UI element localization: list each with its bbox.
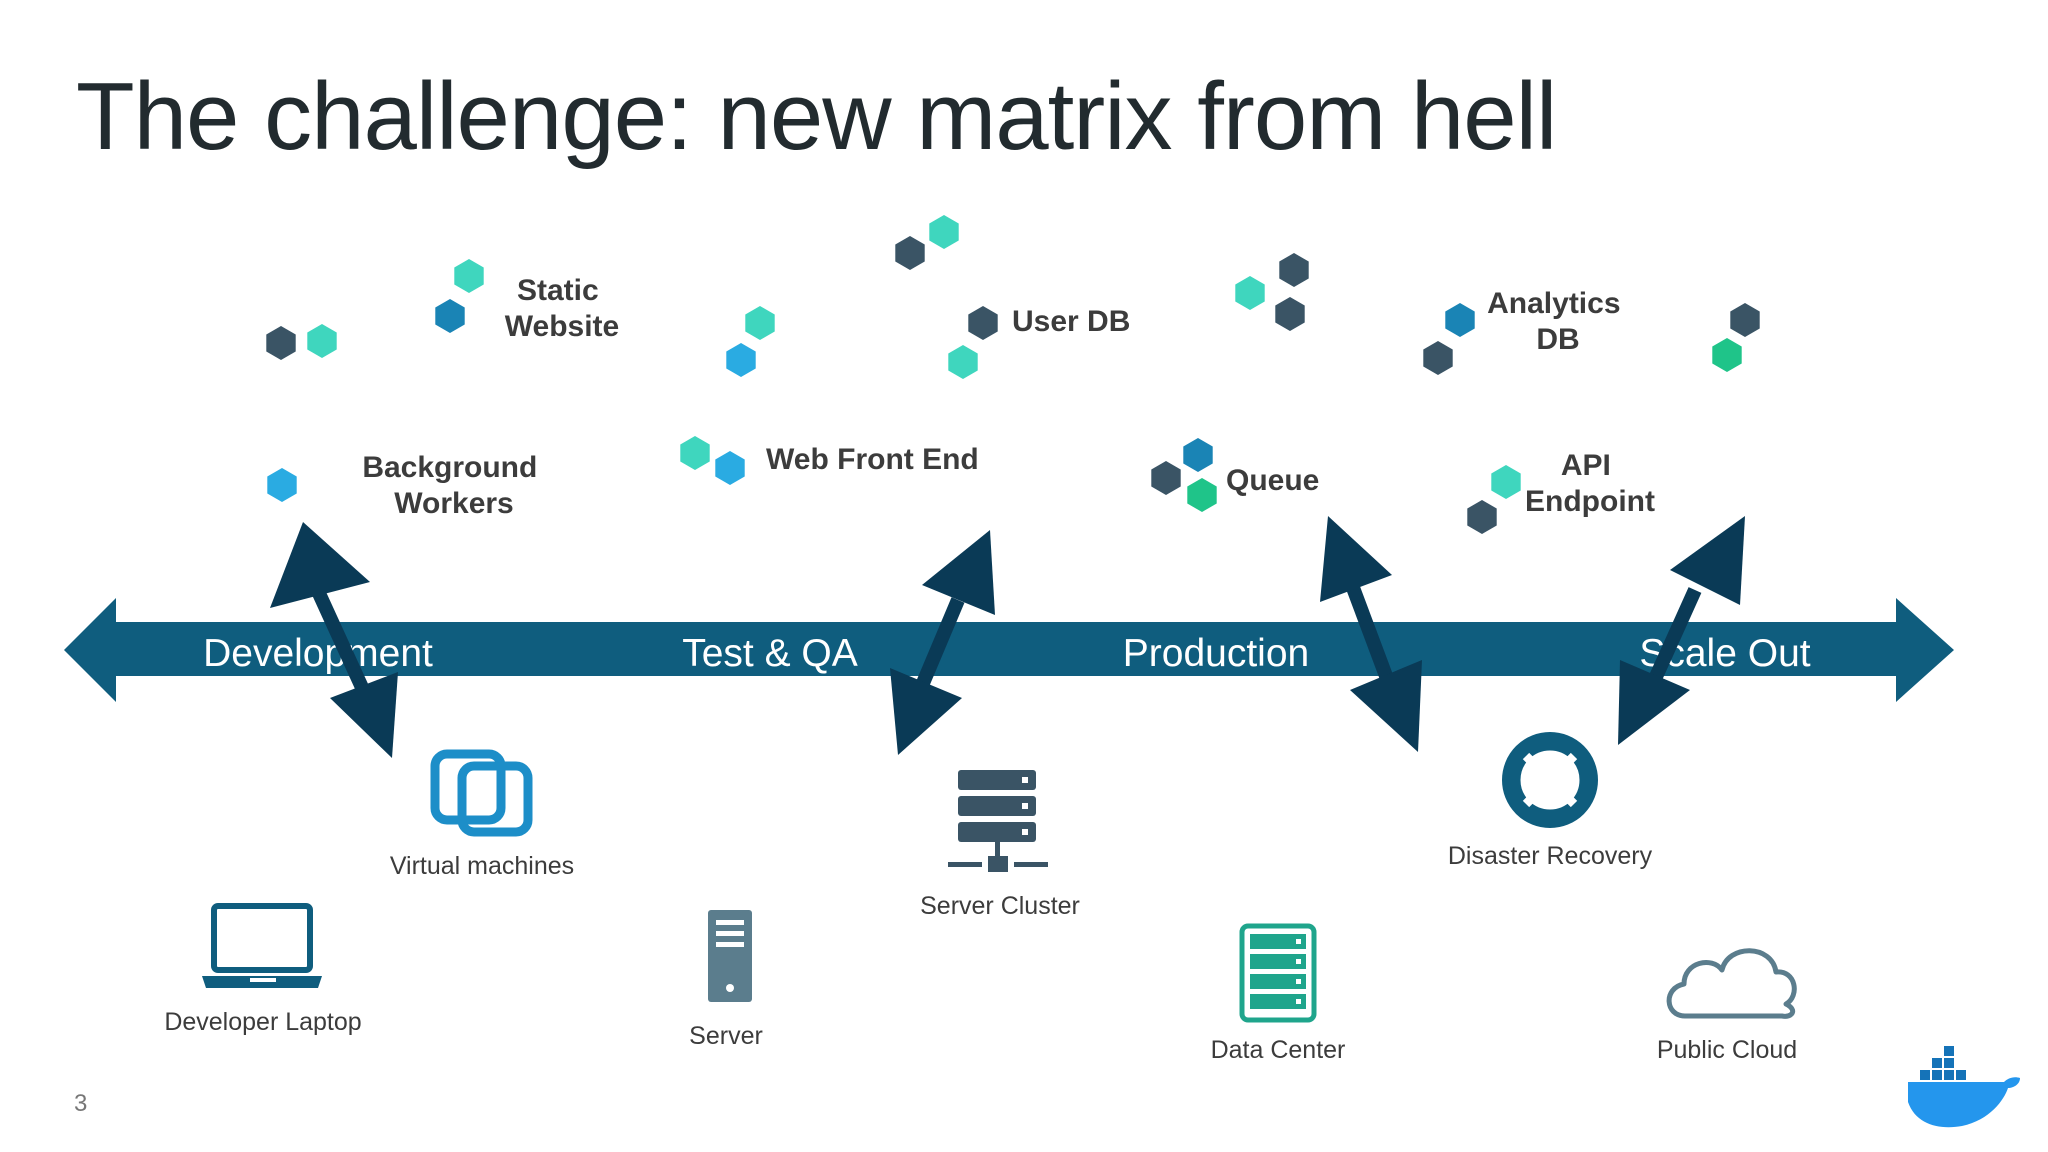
- cloud-icon: [1666, 948, 1797, 1019]
- infra-label-server: Server: [689, 1022, 763, 1050]
- laptop-icon: [202, 903, 322, 988]
- server-icon: [708, 910, 752, 1002]
- app-labels: Static Website User DB Analytics DB Back…: [362, 274, 1655, 520]
- slide-title: The challenge: new matrix from hell: [76, 63, 1557, 170]
- hexagon-icon: [1187, 478, 1217, 512]
- hexagon-icon: [267, 468, 297, 502]
- diagonal-arrows: [270, 516, 1745, 758]
- hexagon-icon: [1730, 303, 1760, 337]
- infrastructure-icons: [202, 732, 1797, 1023]
- hexagon-icon: [1445, 303, 1475, 337]
- hexagon-icon: [715, 451, 745, 485]
- app-label-api-endpoint: API Endpoint: [1525, 449, 1655, 518]
- hexagon-icon: [680, 436, 710, 470]
- hexagon-icon: [745, 306, 775, 340]
- hexagon-icon: [266, 326, 296, 360]
- infrastructure-labels: Virtual machines Server Cluster Disaster…: [164, 842, 1797, 1064]
- lifebuoy-icon: [1502, 732, 1598, 828]
- hexagon-icon: [307, 324, 337, 358]
- hexagon-icon: [929, 215, 959, 249]
- hexagon-icon: [1423, 341, 1453, 375]
- hexagon-icon: [948, 345, 978, 379]
- stage-production: Production: [1123, 632, 1309, 675]
- stage-development: Development: [203, 632, 433, 675]
- app-label-static-website: Static Website: [505, 274, 619, 343]
- server-cluster-icon: [948, 770, 1048, 872]
- app-hex-clusters: [266, 215, 1760, 534]
- hexagon-icon: [1712, 338, 1742, 372]
- hexagon-icon: [1183, 438, 1213, 472]
- hexagon-icon: [1235, 276, 1265, 310]
- stage-test-qa: Test & QA: [682, 632, 858, 675]
- hexagon-icon: [895, 236, 925, 270]
- arrow-production: [1320, 516, 1422, 752]
- infra-label-server-cluster: Server Cluster: [920, 892, 1080, 920]
- app-label-queue: Queue: [1226, 464, 1319, 497]
- hexagon-icon: [968, 306, 998, 340]
- infra-label-public-cloud: Public Cloud: [1657, 1036, 1797, 1064]
- data-center-icon: [1239, 923, 1317, 1023]
- app-label-background-workers: Background Workers: [362, 451, 545, 520]
- hexagon-icon: [435, 299, 465, 333]
- app-label-analytics-db: Analytics DB: [1487, 287, 1629, 356]
- hexagon-icon: [1275, 297, 1305, 331]
- infra-label-disaster-recovery: Disaster Recovery: [1448, 842, 1653, 870]
- arrow-scale-out: [1618, 516, 1745, 745]
- infra-label-developer-laptop: Developer Laptop: [164, 1008, 361, 1036]
- hexagon-icon: [1467, 500, 1497, 534]
- lifecycle-arrow-shape: [64, 598, 1954, 702]
- arrow-development: [270, 522, 398, 758]
- app-label-web-front-end: Web Front End: [766, 443, 979, 476]
- virtual-machines-icon: [430, 749, 533, 837]
- hexagon-icon: [726, 343, 756, 377]
- hexagon-icon: [454, 259, 484, 293]
- app-label-user-db: User DB: [1012, 305, 1130, 338]
- page-number: 3: [74, 1090, 88, 1117]
- hexagon-icon: [1491, 465, 1521, 499]
- docker-whale-logo: [1908, 1046, 2020, 1128]
- infra-label-data-center: Data Center: [1211, 1036, 1346, 1064]
- hexagon-icon: [1151, 461, 1181, 495]
- arrow-test-qa: [890, 530, 995, 755]
- infra-label-virtual-machines: Virtual machines: [390, 852, 574, 880]
- hexagon-icon: [1279, 253, 1309, 287]
